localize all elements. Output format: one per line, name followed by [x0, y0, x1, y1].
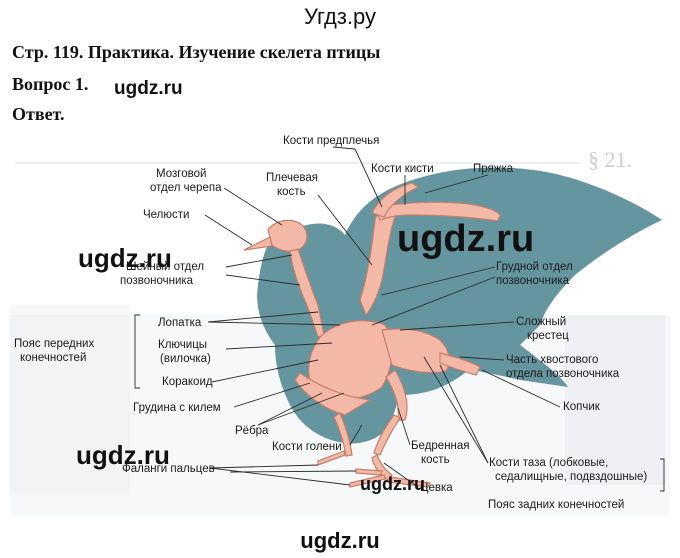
- label-thoracic-2: позвоночника: [496, 275, 570, 287]
- label-hindlimb-belt: Пояс задних конечностей: [488, 499, 624, 511]
- background-textbook-page: § 21.: [10, 147, 670, 515]
- watermark-footer: ugdz.ru: [300, 528, 380, 553]
- label-brain-skull-1: Мозговой: [156, 168, 206, 180]
- watermark-bottom-left: ugdz.ru: [76, 440, 170, 470]
- label-clavicle-1: Ключицы: [158, 339, 207, 351]
- label-sacrum-2: крестец: [527, 330, 569, 342]
- site-title: Угдз.ру: [303, 4, 377, 29]
- watermark-large: ugdz.ru: [397, 218, 535, 260]
- label-neck-1: Шейный отдел: [126, 261, 204, 273]
- answer-label: Ответ.: [12, 104, 65, 124]
- label-shin-bones: Кости голени: [272, 441, 342, 453]
- label-humerus-1: Плечевая: [266, 172, 318, 184]
- page-heading: Стр. 119. Практика. Изучение скелета пти…: [12, 42, 381, 62]
- label-forearm-bones: Кости предплечья: [283, 135, 379, 147]
- label-tail-2: отдела позвоночника: [506, 368, 620, 380]
- label-toes: Фаланги пальцев: [122, 463, 215, 475]
- label-ribs: Рёбра: [235, 425, 269, 437]
- label-neck-2: позвоночника: [120, 275, 194, 287]
- label-hand-bones: Кости кисти: [371, 163, 434, 175]
- watermark: ugdz.ru: [114, 78, 183, 99]
- label-sternum: Грудина с килем: [133, 402, 221, 414]
- watermark-bottom-center: ugdz.ru: [360, 474, 425, 494]
- label-sacrum-1: Сложный: [516, 316, 566, 328]
- label-femur-1: Бедренная: [411, 440, 470, 452]
- label-pelvis-1: Кости таза (лобковые,: [489, 457, 608, 469]
- label-buckle: Пряжка: [473, 163, 514, 175]
- label-pelvis-2: седалищные, подвздошные): [495, 471, 647, 483]
- label-tarsus: Цевка: [420, 482, 453, 494]
- label-forelimb-belt-1: Пояс передних: [14, 338, 94, 350]
- label-coracoid: Коракоид: [162, 376, 213, 388]
- brackets: [134, 314, 665, 492]
- label-femur-2: кость: [421, 454, 450, 466]
- bird-skeleton-figure: § 21.: [0, 125, 680, 525]
- label-jaws: Челюсти: [143, 209, 189, 221]
- label-scapula: Лопатка: [158, 317, 202, 329]
- label-clavicle-2: (вилочка): [160, 353, 211, 365]
- skeleton: [243, 182, 501, 488]
- leader-lines: [204, 146, 561, 488]
- question-label: Вопрос 1.: [12, 74, 89, 94]
- label-tail-1: Часть хвостового: [506, 354, 598, 366]
- background-heading: § 21.: [588, 147, 632, 172]
- figure-labels: Кости предплечья Кости кисти Пряжка Мозг…: [14, 135, 647, 511]
- label-humerus-2: кость: [277, 186, 306, 198]
- label-pygostyle: Копчик: [563, 401, 601, 413]
- watermark-left: ugdz.ru: [78, 243, 172, 273]
- label-thoracic-1: Грудной отдел: [496, 261, 573, 273]
- label-brain-skull-2: отдел черепа: [150, 182, 222, 194]
- label-forelimb-belt-2: конечностей: [20, 352, 86, 364]
